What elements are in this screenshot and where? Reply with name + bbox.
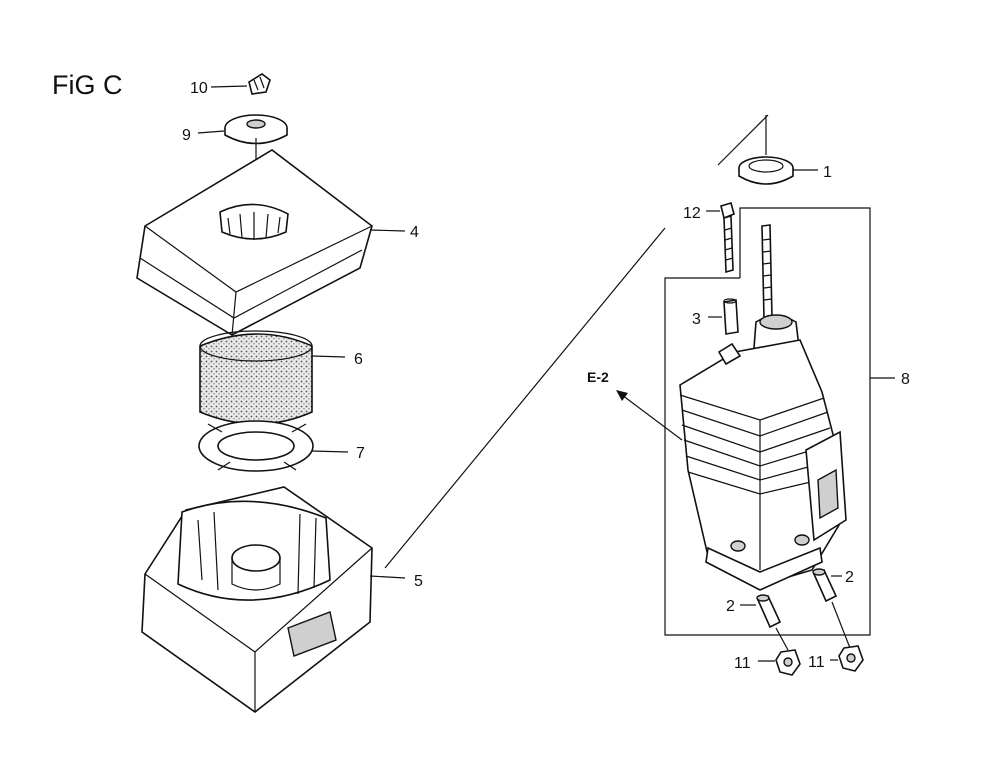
callout-6: 6 [354,351,363,368]
reference-arrow-head [616,390,628,401]
callout-7: 7 [356,445,365,462]
callout-4: 4 [410,224,419,241]
leader-4 [369,229,406,232]
elbow-assembly-part-8 [679,224,847,591]
leader-5 [369,575,406,579]
axis-nut-b [831,601,851,649]
leader-7 [311,450,349,453]
pin-part-2a [756,594,782,629]
foam-element-part-6 [199,330,313,425]
callout-5: 5 [414,573,423,590]
nut-part-11a [775,649,801,676]
air-cleaner-cover-part-4 [136,149,373,336]
callout-1: 1 [823,164,832,181]
connection-line [384,227,666,569]
leader-10 [210,85,248,88]
pin-part-2b [812,568,838,603]
bracket-8 [664,207,871,636]
figure-title: FiG C [52,70,123,100]
callout-2b: 2 [845,569,854,586]
callout-11b: 11 [808,654,825,671]
callout-12: 12 [683,205,701,222]
callout-9: 9 [182,127,191,144]
callout-10: 10 [190,80,208,97]
callout-11a: 11 [734,655,751,672]
axis-nut-a [775,627,789,651]
leader-9 [197,130,225,134]
reference-arrow-line [621,394,683,441]
callout-8: 8 [901,371,910,388]
leader-6 [311,355,346,358]
reference-e2: E-2 [587,369,609,385]
wing-nut-part-10 [248,73,271,95]
ring-part-1 [738,156,794,185]
nut-part-11b [838,645,864,672]
collar-part-3 [723,298,739,335]
gasket-part-7 [198,420,314,472]
air-cleaner-case-part-5 [141,486,373,713]
callout-3: 3 [692,311,701,328]
callout-2a: 2 [726,598,735,615]
bolt-part-12 [720,201,735,274]
axis-diagonal [717,114,769,166]
